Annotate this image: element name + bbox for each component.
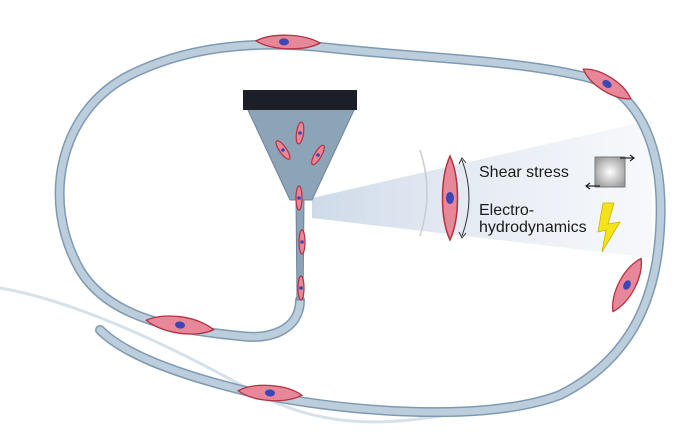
incoming-fiber — [0, 286, 501, 424]
magnifier-arc — [419, 149, 428, 237]
cell — [611, 257, 643, 313]
lightning-bolt-icon — [597, 202, 621, 253]
fiber-cells — [145, 34, 643, 402]
cell — [254, 34, 322, 50]
cell — [236, 384, 304, 402]
nozzle-cap — [243, 90, 357, 110]
shear-stress-square-icon — [585, 154, 635, 190]
cell — [582, 68, 632, 100]
electro-label-line2: hydrodynamics — [479, 219, 587, 236]
electro-label-line1: Electro- — [479, 202, 535, 219]
cell — [145, 315, 215, 335]
magnified-cell — [441, 154, 459, 242]
shear-stress-label: Shear stress — [479, 164, 569, 181]
curved-arrow-icon — [458, 157, 470, 239]
magnification-beam — [312, 120, 652, 258]
